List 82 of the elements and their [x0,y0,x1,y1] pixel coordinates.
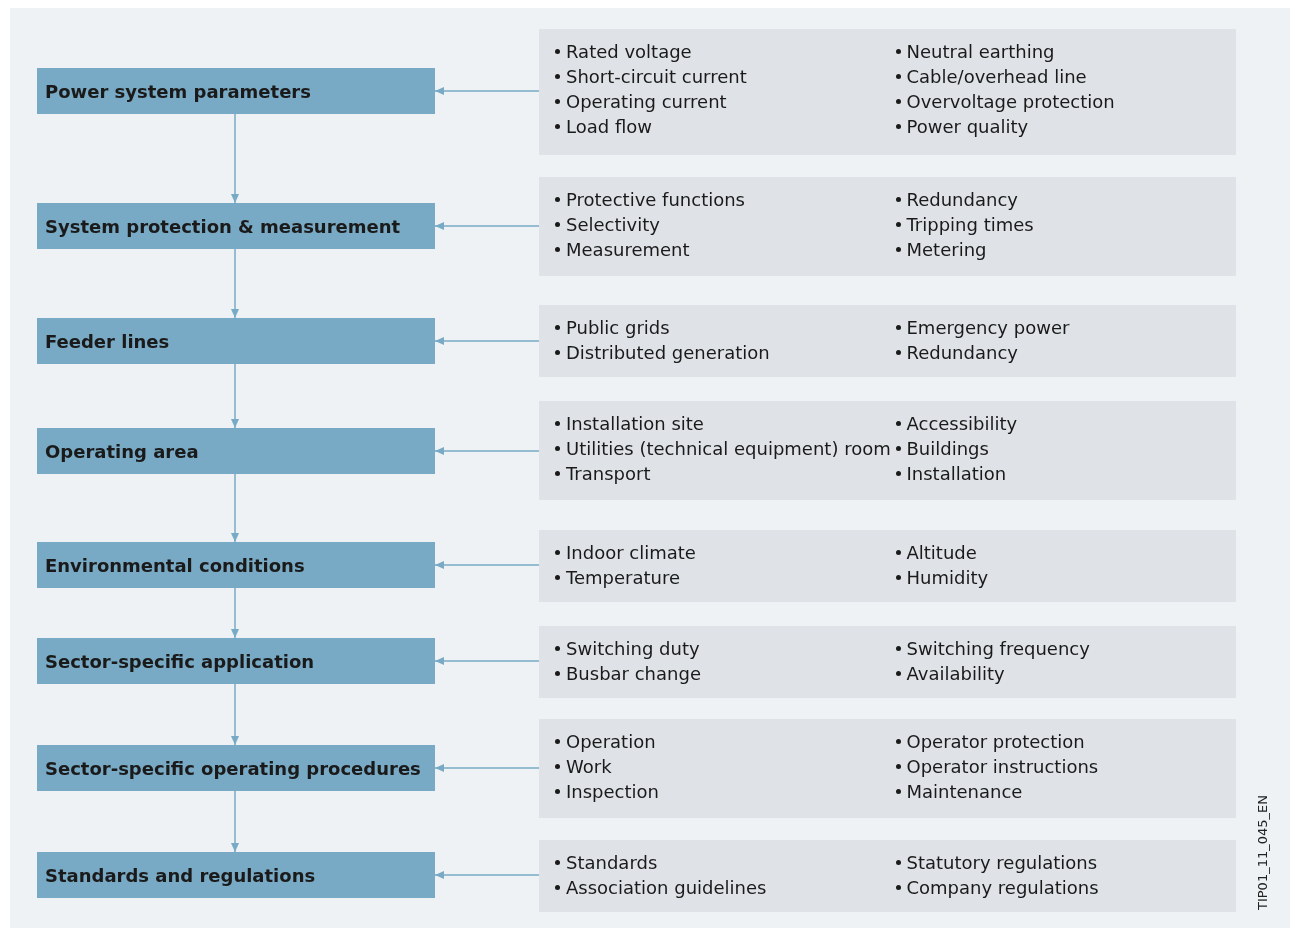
bullet-item: Measurement [555,237,896,262]
bullet-item: Neutral earthing [895,39,1236,64]
criteria-panel [539,305,1236,377]
category-box [37,428,435,474]
arrow [231,683,239,746]
bullet-item: Busbar change [555,661,896,686]
bullet-item: Short-circuit current [555,64,896,89]
arrow [231,587,239,639]
bullet-item: Association guidelines [555,875,896,900]
bullet-item: Operation [555,729,896,754]
category-title: Operating area [45,440,199,462]
bullet-item: Transport [555,461,896,486]
category-title: Sector-specific application [45,650,315,672]
category-box [37,542,435,588]
bullet-item: Overvoltage protection [895,89,1236,114]
arrow [231,790,239,853]
bullet-item: Load flow [555,114,896,139]
bullet-item: Installation [895,461,1236,486]
bullet-item: Switching duty [555,636,896,661]
bullet-item: Cable/overhead line [895,64,1236,89]
arrow [231,248,239,319]
bullet-item: Operator instructions [895,754,1236,779]
category-title: Power system parameters [45,80,311,102]
bullet-item: Work [555,754,896,779]
arrow [434,337,540,345]
criteria-panel [539,401,1236,500]
bullet-item: Redundancy [895,340,1236,365]
bullet-item: Buildings [895,436,1236,461]
bullet-item: Rated voltage [555,39,896,64]
bullet-item: Accessibility [895,411,1236,436]
category-box [37,318,435,364]
category-title: Standards and regulations [45,864,316,886]
category-title: System protection & measurement [45,215,401,237]
bullet-item: Operating current [555,89,896,114]
bullet-item: Indoor climate [555,540,896,565]
arrow [231,363,239,429]
bullet-item: Switching frequency [895,636,1236,661]
criteria-panel [539,177,1236,276]
category-title: Sector-specific operating procedures [45,757,421,779]
category-box [37,745,435,791]
bullet-item: Inspection [555,779,896,804]
bullet-item: Maintenance [895,779,1236,804]
bullet-item: Statutory regulations [895,850,1236,875]
bullet-item: Operator protection [895,729,1236,754]
criteria-panel [539,719,1236,818]
arrow [434,657,540,665]
bullet-item: Emergency power [895,315,1236,340]
bullet-item: Company regulations [895,875,1236,900]
figure-code: TIP01_11_045_EN [1255,795,1270,910]
arrow [434,447,540,455]
arrow [434,561,540,569]
category-title: Environmental conditions [45,554,305,576]
category-box [37,638,435,684]
bullet-item: Standards [555,850,896,875]
bullet-item: Tripping times [895,212,1236,237]
bullet-item: Power quality [895,114,1236,139]
bullet-item: Selectivity [555,212,896,237]
arrow [231,113,239,204]
criteria-panel [539,530,1236,602]
arrow [434,87,540,95]
criteria-panel [539,626,1236,698]
bullet-item: Distributed generation [555,340,896,365]
criteria-panel [539,29,1236,155]
bullet-item: Public grids [555,315,896,340]
arrow [231,473,239,543]
category-title: Feeder lines [45,330,170,352]
arrow [434,871,540,879]
bullet-item: Protective functions [555,187,896,212]
bullet-item: Metering [895,237,1236,262]
bullet-item: Redundancy [895,187,1236,212]
category-box [37,852,435,898]
category-box [37,68,435,114]
bullet-item: Temperature [555,565,896,590]
bullet-item: Altitude [895,540,1236,565]
bullet-item: Humidity [895,565,1236,590]
arrow [434,222,540,230]
bullet-item: Installation site [555,411,896,436]
category-box [37,203,435,249]
criteria-panel [539,840,1236,912]
arrow [434,764,540,772]
bullet-item: Utilities (technical equipment) room [555,436,896,461]
bullet-item: Availability [895,661,1236,686]
